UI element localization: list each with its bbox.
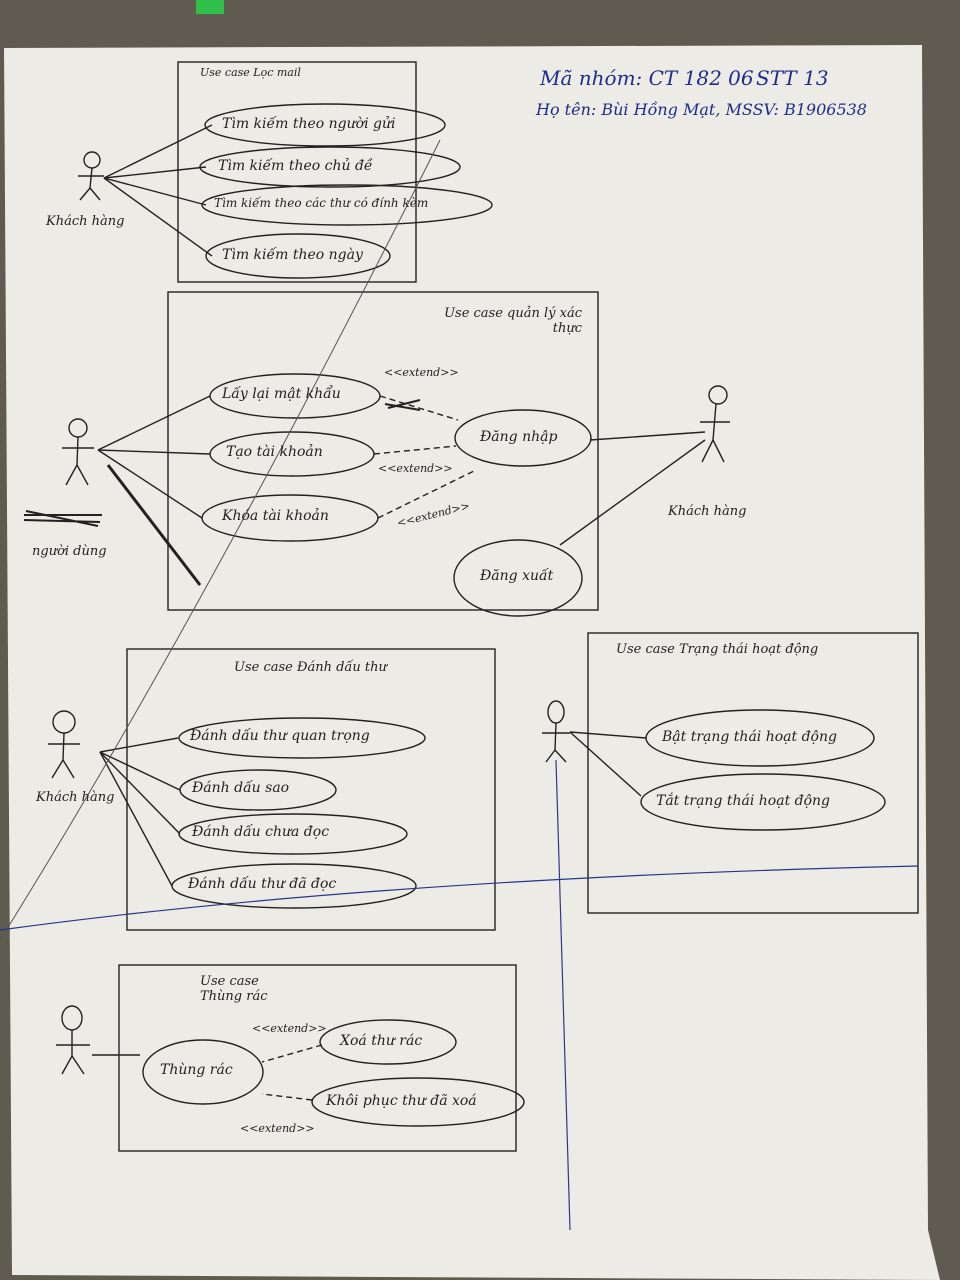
diagram1-title: Use case Lọc mail bbox=[200, 66, 301, 79]
usecase-tim-dinh-kem bbox=[201, 184, 493, 226]
diagram2-actor-left: người dùng bbox=[32, 544, 107, 559]
paper-sheet bbox=[4, 45, 940, 1280]
d2-uc-1: Lấy lại mật khẩu bbox=[222, 386, 341, 402]
d3-uc-4: Đánh dấu thư đã đọc bbox=[188, 876, 337, 892]
d2-uc-5: Đăng xuất bbox=[480, 568, 554, 584]
actor-4 bbox=[542, 700, 570, 763]
d5-uc-3: Khôi phục thư đã xoá bbox=[326, 1093, 477, 1109]
actor-3 bbox=[48, 710, 80, 779]
d1-uc-4: Tìm kiếm theo ngày bbox=[222, 247, 363, 263]
actor-2-left bbox=[62, 418, 94, 486]
actor-5 bbox=[56, 1005, 90, 1075]
extend-label-5: <<extend>> bbox=[240, 1122, 315, 1135]
group-code: Mã nhóm: CT 182 06 bbox=[540, 66, 754, 90]
d2-uc-3: Khóa tài khoản bbox=[222, 508, 329, 524]
usecase-xoa-thu-rac bbox=[319, 1019, 457, 1065]
extend-label-1: <<extend>> bbox=[384, 366, 459, 379]
stt-number: STT 13 bbox=[756, 66, 829, 90]
d3-uc-3: Đánh dấu chưa đọc bbox=[192, 824, 330, 840]
diagram4-title: Use case Trạng thái hoạt động bbox=[616, 642, 819, 657]
extend-label-4: <<extend>> bbox=[252, 1022, 327, 1035]
d5-uc-2: Xoá thư rác bbox=[340, 1033, 423, 1049]
d5-uc-1: Thùng rác bbox=[160, 1062, 233, 1078]
usecase-dang-nhap bbox=[454, 409, 592, 467]
d3-uc-1: Đánh dấu thư quan trọng bbox=[190, 728, 370, 744]
diagram1-actor: Khách hàng bbox=[46, 214, 125, 229]
usecase-tat-trang-thai bbox=[640, 773, 886, 831]
student-info: Họ tên: Bùi Hồng Mạt, MSSV: B1906538 bbox=[536, 100, 867, 119]
d4-uc-1: Bật trạng thái hoạt động bbox=[662, 729, 837, 745]
system-box-xac-thuc bbox=[167, 291, 599, 611]
diagram5-title: Use case Thùng rác bbox=[200, 974, 268, 1004]
extend-label-2: <<extend>> bbox=[378, 462, 453, 475]
d3-uc-2: Đánh dấu sao bbox=[192, 780, 290, 796]
usecase-tim-nguoi-gui bbox=[204, 103, 446, 147]
system-box-thung-rac bbox=[118, 964, 517, 1152]
d1-uc-2: Tìm kiếm theo chủ đề bbox=[218, 158, 373, 174]
usecase-tim-ngay bbox=[205, 233, 391, 279]
usecase-khoi-phuc bbox=[311, 1077, 525, 1127]
green-object bbox=[196, 0, 224, 14]
diagram2-actor-right: Khách hàng bbox=[668, 504, 747, 519]
usecase-quan-trong bbox=[178, 717, 426, 759]
d4-uc-2: Tắt trạng thái hoạt động bbox=[656, 793, 831, 809]
system-box-trang-thai bbox=[587, 632, 919, 914]
usecase-chua-doc bbox=[178, 813, 408, 855]
diagram3-title: Use case Đánh dấu thư bbox=[234, 660, 387, 675]
actor-1 bbox=[78, 151, 104, 201]
d2-uc-4: Đăng nhập bbox=[480, 429, 558, 445]
d2-uc-2: Tạo tài khoản bbox=[226, 444, 323, 460]
usecase-dang-xuat bbox=[453, 539, 583, 617]
d1-uc-1: Tìm kiếm theo người gửi bbox=[222, 116, 396, 132]
system-box-loc-mail bbox=[177, 61, 417, 283]
system-box-danh-dau bbox=[126, 648, 496, 931]
usecase-thung-rac bbox=[142, 1039, 264, 1105]
diagram3-actor: Khách hàng bbox=[36, 790, 115, 805]
actor-2-right bbox=[700, 385, 730, 463]
d1-uc-3: Tìm kiếm theo các thư có đính kèm bbox=[214, 196, 429, 210]
diagram2-title: Use case quản lý xác thực bbox=[444, 306, 582, 336]
